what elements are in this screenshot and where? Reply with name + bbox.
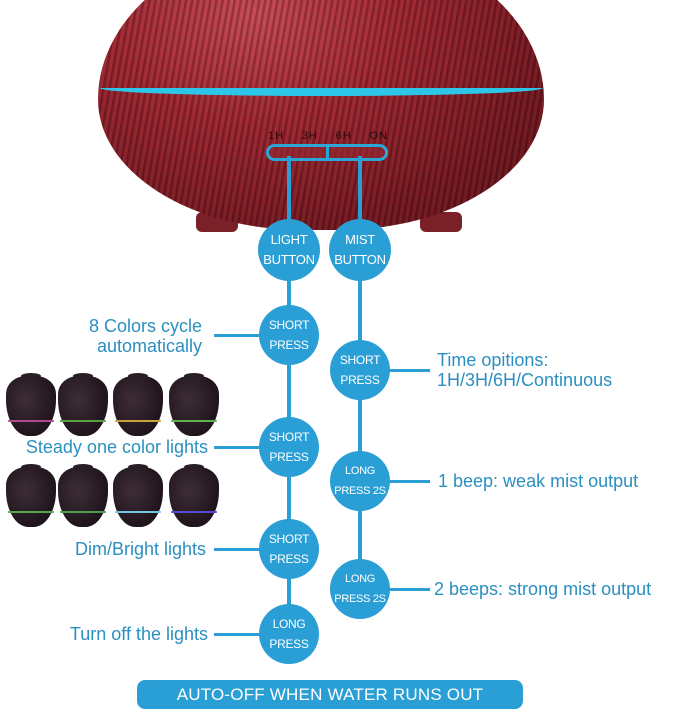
light-step1-description: 8 Colors cycle automatically bbox=[89, 316, 202, 356]
mist-step2-description: 1 beep: weak mist output bbox=[438, 471, 639, 491]
light-step2-node: SHORT PRESS bbox=[259, 417, 319, 477]
color-sample-2 bbox=[58, 373, 108, 436]
node-text: LONG bbox=[345, 573, 375, 585]
light-step3-node: SHORT PRESS bbox=[259, 519, 319, 579]
light-ring bbox=[100, 88, 543, 96]
mist-step3-node: LONG PRESS 2S bbox=[330, 559, 390, 619]
light-step2-connector bbox=[214, 446, 274, 449]
light-button-node: LIGHT BUTTON bbox=[258, 219, 320, 281]
light-button-label-line1: LIGHT bbox=[270, 232, 308, 247]
node-text: PRESS bbox=[269, 637, 309, 651]
light-step2-description: Steady one color lights bbox=[25, 437, 208, 457]
node-text: PRESS bbox=[269, 552, 309, 566]
node-text: PRESS bbox=[340, 373, 380, 387]
color-sample-3 bbox=[113, 373, 163, 436]
color-sample-6 bbox=[58, 464, 108, 527]
mist-step2-connector bbox=[380, 480, 430, 483]
timer-label-1h: 1H bbox=[268, 130, 285, 142]
mist-step1-node: SHORT PRESS bbox=[330, 340, 390, 400]
node-text: SHORT bbox=[268, 430, 310, 444]
desc-line: 8 Colors cycle bbox=[88, 316, 202, 336]
mist-button-node: MIST BUTTON bbox=[329, 219, 391, 281]
mist-step3-connector bbox=[380, 588, 430, 591]
light-step3-description: Dim/Bright lights bbox=[74, 539, 206, 559]
light-button-label-line2: BUTTON bbox=[263, 252, 315, 267]
mist-step1-connector bbox=[380, 369, 430, 372]
node-text: PRESS bbox=[269, 338, 309, 352]
timer-labels: 1H 3H 6H ON bbox=[268, 130, 388, 142]
auto-off-banner: AUTO-OFF WHEN WATER RUNS OUT bbox=[137, 680, 523, 709]
node-text: SHORT bbox=[268, 318, 310, 332]
diffuser-foot-right bbox=[420, 212, 462, 232]
timer-label-3h: 3H bbox=[301, 130, 318, 142]
light-step4-connector bbox=[214, 633, 274, 636]
mist-step3-description: 2 beeps: strong mist output bbox=[434, 579, 652, 599]
mist-button-label-line2: BUTTON bbox=[334, 252, 386, 267]
desc-line: 1H/3H/6H/Continuous bbox=[437, 370, 613, 390]
color-sample-1 bbox=[6, 373, 56, 436]
diffuser-body bbox=[98, 0, 544, 230]
color-sample-5 bbox=[6, 464, 56, 527]
color-sample-8 bbox=[169, 464, 219, 527]
control-panel-divider bbox=[326, 144, 329, 161]
light-connector-line bbox=[287, 156, 291, 634]
light-step1-node: SHORT PRESS bbox=[259, 305, 319, 365]
light-button-physical[interactable] bbox=[270, 148, 324, 158]
desc-line: Time opitions: bbox=[437, 350, 549, 370]
mist-step2-node: LONG PRESS 2S bbox=[330, 451, 390, 511]
node-text: PRESS 2S bbox=[334, 485, 386, 497]
node-text: SHORT bbox=[268, 532, 310, 546]
mist-button-label-line1: MIST bbox=[345, 232, 375, 247]
light-step4-description: Turn off the lights bbox=[69, 624, 208, 644]
light-step3-connector bbox=[214, 548, 274, 551]
light-step4-node: LONG PRESS bbox=[259, 604, 319, 664]
timer-label-6h: 6H bbox=[335, 130, 352, 142]
node-text: LONG bbox=[272, 617, 306, 631]
node-text: SHORT bbox=[339, 353, 381, 367]
color-sample-7 bbox=[113, 464, 163, 527]
node-text: PRESS 2S bbox=[334, 593, 386, 605]
timer-label-on: ON bbox=[369, 130, 388, 142]
node-text: LONG bbox=[345, 465, 375, 477]
light-step1-connector bbox=[214, 334, 274, 337]
desc-line: automatically bbox=[96, 336, 202, 356]
node-text: PRESS bbox=[269, 450, 309, 464]
mist-step1-description: Time opitions: 1H/3H/6H/Continuous bbox=[437, 350, 612, 390]
color-sample-4 bbox=[169, 373, 219, 436]
